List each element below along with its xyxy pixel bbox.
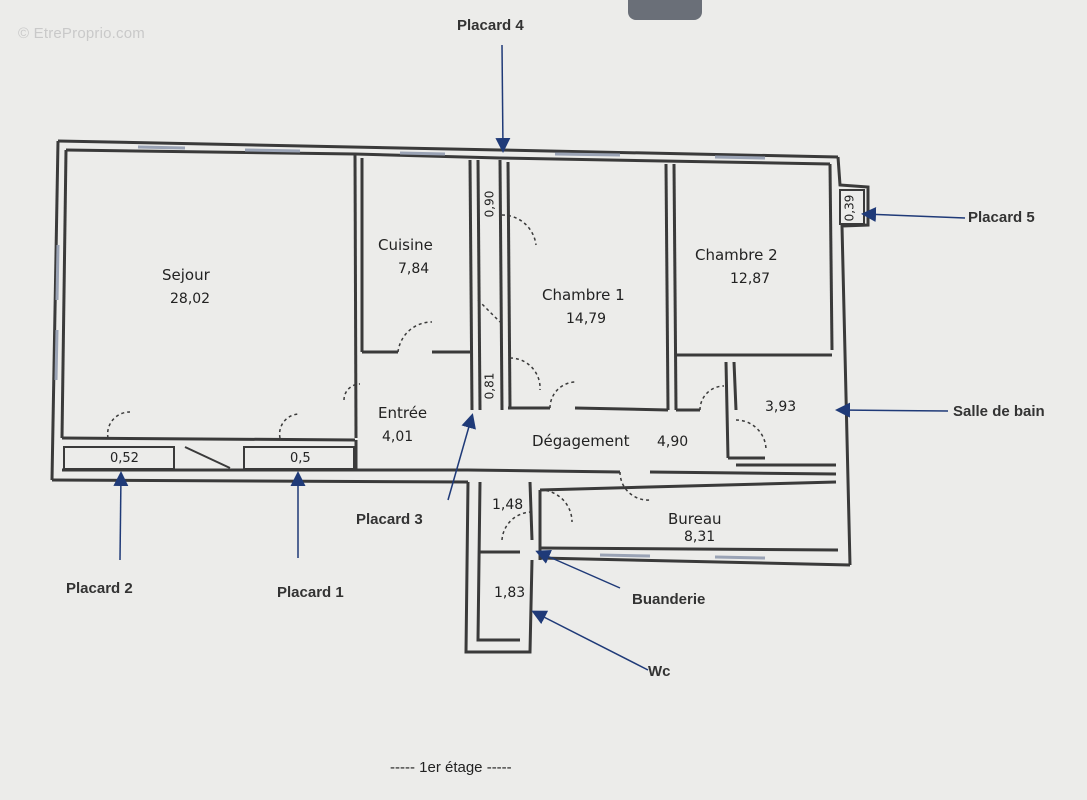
room-area-cuisine: 7,84 xyxy=(398,261,430,277)
room-area-placard2: 0,52 xyxy=(110,451,139,466)
room-area-chambre2: 12,87 xyxy=(730,271,771,287)
room-area-chambre1: 14,79 xyxy=(566,311,607,327)
room-name-chambre2: Chambre 2 xyxy=(695,246,778,264)
device-edge xyxy=(628,0,702,20)
windows xyxy=(54,145,766,560)
interior-walls xyxy=(353,153,837,560)
room-name-degagement: Dégagement xyxy=(532,432,630,450)
room-area-bureau: 8,31 xyxy=(684,529,716,545)
floor-label: ----- 1er étage ----- xyxy=(390,759,512,776)
callout-placard4: Placard 4 xyxy=(457,17,524,34)
room-area-placard5: 0,39 xyxy=(842,194,857,222)
room-name-entree: Entrée xyxy=(378,404,428,422)
room-area-degagement: 4,90 xyxy=(657,434,689,450)
callout-placard5: Placard 5 xyxy=(968,209,1035,226)
watermark: © EtreProprio.com xyxy=(18,25,145,42)
placard-boxes xyxy=(63,189,865,470)
room-area-wc: 1,83 xyxy=(494,585,526,601)
room-area-entree: 4,01 xyxy=(382,429,414,445)
callout-buanderie: Buanderie xyxy=(632,591,706,608)
room-area-sejour: 28,02 xyxy=(170,291,211,307)
room-area-placard3: 0,81 xyxy=(482,372,497,400)
room-area-salle-de-bain: 3,93 xyxy=(765,399,797,415)
callout-placard1: Placard 1 xyxy=(277,584,344,601)
room-name-chambre1: Chambre 1 xyxy=(542,286,625,304)
room-area-placard1: 0,5 xyxy=(290,451,311,466)
callout-placard2: Placard 2 xyxy=(66,580,133,597)
room-name-bureau: Bureau xyxy=(668,510,722,528)
callout-placard3: Placard 3 xyxy=(356,511,423,528)
callout-salle-de-bain: Salle de bain xyxy=(953,403,1045,420)
exterior-walls xyxy=(50,139,870,654)
callout-wc: Wc xyxy=(648,663,671,680)
callout-arrows xyxy=(113,44,966,671)
room-name-sejour: Sejour xyxy=(162,266,210,284)
room-name-cuisine: Cuisine xyxy=(378,236,433,254)
room-area-buanderie: 1,48 xyxy=(492,497,524,513)
room-area-placard4: 0,90 xyxy=(482,190,497,218)
doors xyxy=(106,214,767,541)
